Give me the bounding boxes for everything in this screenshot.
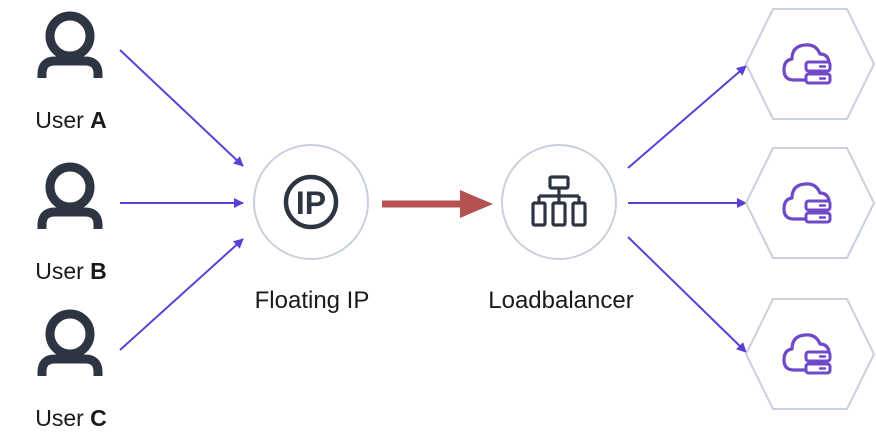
server-node-1 <box>745 8 875 120</box>
user-icon <box>42 167 98 229</box>
server-node-3 <box>745 298 875 410</box>
user-a: User A <box>35 16 107 133</box>
loadbalancer-label: Loadbalancer <box>488 287 633 314</box>
user-c-label: User C <box>35 405 107 431</box>
arrow-loadbalancer-to-server-3 <box>627 236 747 353</box>
server-node-2 <box>745 147 875 259</box>
floating-ip-label: Floating IP <box>255 287 370 314</box>
user-icon <box>42 314 98 376</box>
loadbalancer-node: Loadbalancer <box>488 144 634 314</box>
arrow-user-c-to-floating-ip <box>119 238 244 351</box>
arrow-loadbalancer-to-server-1 <box>627 65 747 169</box>
sitemap-icon <box>531 175 587 227</box>
user-a-label: User A <box>35 107 107 133</box>
svg-text:IP: IP <box>296 185 326 221</box>
user-b-label: User B <box>35 258 107 284</box>
ip-icon: IP <box>283 174 339 230</box>
arrow-user-a-to-floating-ip <box>119 49 244 167</box>
floating-ip-circle <box>253 144 369 260</box>
user-b: User B <box>35 167 107 284</box>
user-icon <box>42 16 98 78</box>
arrow-floating-ip-to-loadbalancer <box>382 190 493 218</box>
user-c: User C <box>35 314 107 431</box>
floating-ip-node: IP Floating IP <box>253 144 370 314</box>
